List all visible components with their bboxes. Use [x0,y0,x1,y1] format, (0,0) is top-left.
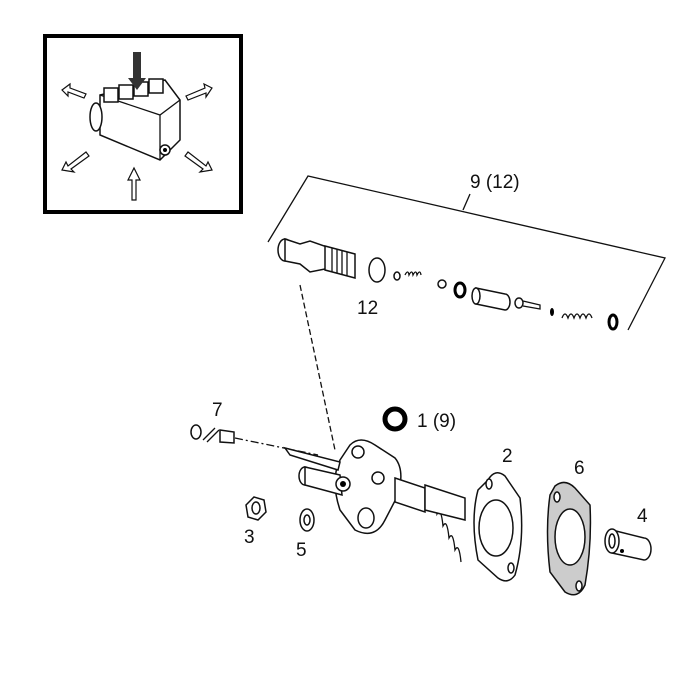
injection-pump-part [283,439,466,563]
assembly-bracket [267,175,666,331]
label-12: 12 [357,298,378,319]
label-2: 2 [502,446,513,467]
pump-block-icon [89,78,181,161]
label-5: 5 [296,540,307,561]
gasket-part [473,472,523,582]
small-parts-row [393,271,619,331]
seal-ring-part [368,257,386,283]
arrow-down-icon [128,52,146,90]
bleed-screw-part [190,424,235,444]
label-3: 3 [244,527,255,548]
label-7: 7 [212,400,223,421]
nut-part [245,496,267,521]
label-4: 4 [637,506,648,527]
label-9-12: 9 (12) [470,172,520,193]
label-6: 6 [574,458,585,479]
arrow-icons [61,82,213,201]
textured-gasket-part [546,481,592,596]
inset-view [43,34,243,214]
valve-holder-part [277,237,356,279]
washer-part [299,508,315,532]
sleeve-part [604,528,652,561]
label-1-9: 1 (9) [417,411,456,432]
o-ring-part [382,406,408,432]
